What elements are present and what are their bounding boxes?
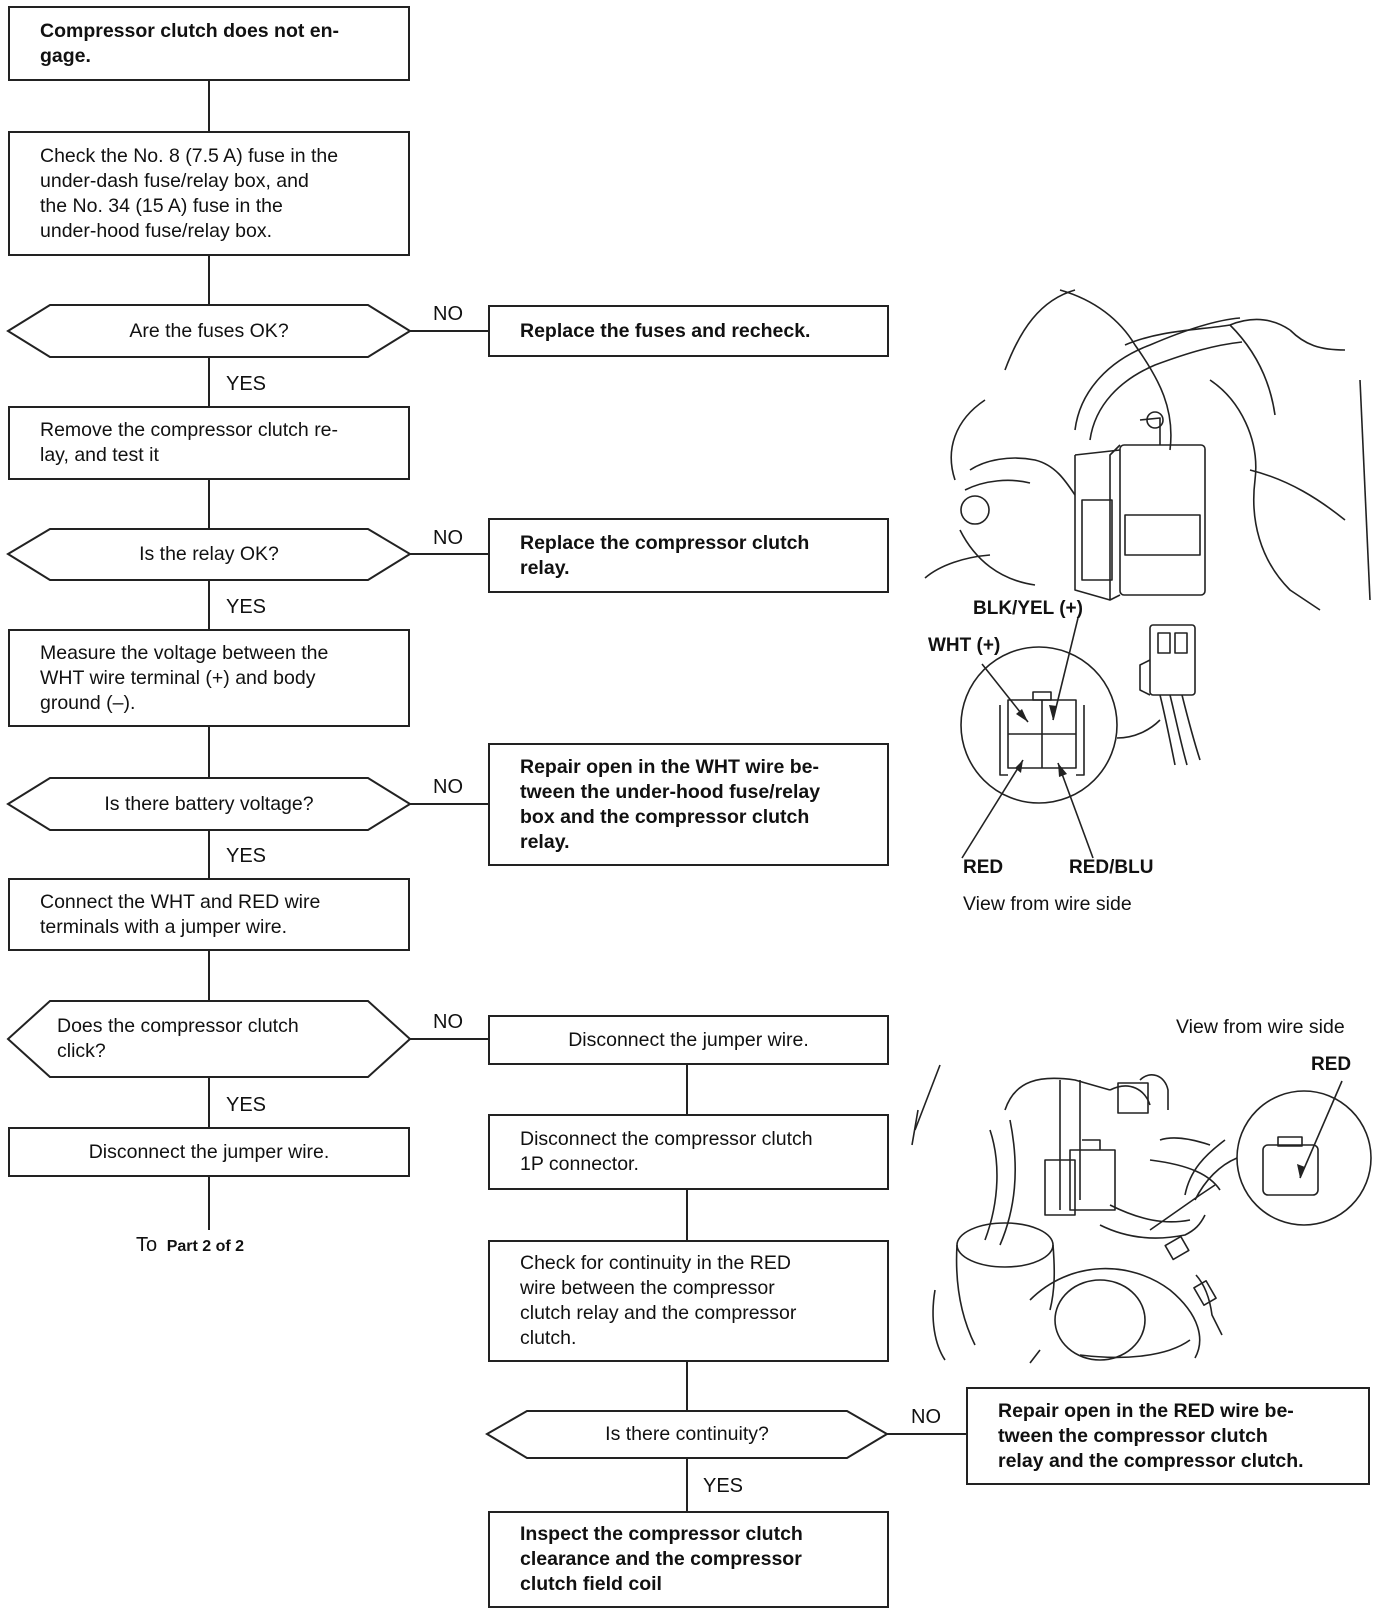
yes-label-click: YES <box>226 1094 267 1116</box>
question-click: Does the compressor clutch click? <box>57 1015 299 1062</box>
yes-label-fuses: YES <box>226 373 267 395</box>
no-label-fuses: NO <box>433 303 463 325</box>
connect-jumper-text: Connect the WHT and RED wire terminals w… <box>40 890 321 938</box>
replace-fuses-text: Replace the fuses and recheck. <box>520 319 811 342</box>
yes-label-continuity: YES <box>703 1475 744 1497</box>
decision-relay-shape <box>6 528 412 581</box>
no-label-relay: NO <box>433 527 463 549</box>
yes-label-voltage: YES <box>226 845 267 867</box>
check-continuity-box: Check for continuity in the RED wire bet… <box>488 1240 889 1362</box>
repair-wht-box: Repair open in the WHT wire be- tween th… <box>488 743 889 866</box>
question-relay: Is the relay OK? <box>139 543 279 565</box>
start-condition-box: Compressor clutch does not en- gage. <box>8 6 410 81</box>
no-label-click: NO <box>433 1011 463 1033</box>
measure-voltage-text: Measure the voltage between the WHT wire… <box>40 641 329 714</box>
label-red: RED <box>963 857 1004 878</box>
disconnect-jumper-right-box: Disconnect the jumper wire. <box>488 1015 889 1065</box>
label-red-blu: RED/BLU <box>1069 857 1154 878</box>
inspect-clutch-text: Inspect the compressor clutch clearance … <box>520 1523 803 1595</box>
no-label-continuity: NO <box>911 1406 941 1428</box>
replace-relay-box: Replace the compressor clutch relay. <box>488 518 889 593</box>
relay-view-caption: View from wire side <box>963 893 1132 915</box>
decision-continuity-shape <box>485 1410 889 1459</box>
connector-view-caption: View from wire side <box>1176 1016 1345 1038</box>
decision-fuses-shape <box>6 304 412 358</box>
replace-fuses-box: Replace the fuses and recheck. <box>488 305 889 357</box>
connect-jumper-box: Connect the WHT and RED wire terminals w… <box>8 878 410 951</box>
to-part-label: To Part 2 of 2 <box>136 1233 244 1259</box>
disconnect-connector-text: Disconnect the compressor clutch 1P conn… <box>520 1128 813 1175</box>
decision-voltage-shape <box>6 777 412 831</box>
repair-red-text: Repair open in the RED wire be- tween th… <box>998 1399 1304 1472</box>
question-continuity: Is there continuity? <box>605 1423 769 1445</box>
label-blk-yel: BLK/YEL (+) <box>973 598 1083 619</box>
repair-red-box: Repair open in the RED wire be- tween th… <box>966 1387 1370 1485</box>
remove-relay-text: Remove the compressor clutch re- lay, an… <box>40 419 339 466</box>
repair-wht-text: Repair open in the WHT wire be- tween th… <box>520 755 821 853</box>
disconnect-jumper-right-text: Disconnect the jumper wire. <box>568 1028 809 1051</box>
question-fuses: Are the fuses OK? <box>129 319 289 342</box>
measure-voltage-box: Measure the voltage between the WHT wire… <box>8 629 410 727</box>
inspect-clutch-box: Inspect the compressor clutch clearance … <box>488 1511 889 1608</box>
to-prefix: To <box>136 1234 158 1256</box>
label-connector-red: RED <box>1311 1054 1352 1075</box>
disconnect-jumper-left-box: Disconnect the jumper wire. <box>8 1127 410 1177</box>
yes-label-relay: YES <box>226 596 267 618</box>
question-voltage: Is there battery voltage? <box>104 792 314 815</box>
disconnect-connector-box: Disconnect the compressor clutch 1P conn… <box>488 1114 889 1190</box>
label-wht: WHT (+) <box>928 635 1001 656</box>
replace-relay-text: Replace the compressor clutch relay. <box>520 531 810 579</box>
start-condition-text: Compressor clutch does not en- gage. <box>40 19 340 67</box>
remove-relay-box: Remove the compressor clutch re- lay, an… <box>8 406 410 480</box>
check-continuity-text: Check for continuity in the RED wire bet… <box>520 1252 797 1349</box>
no-label-voltage: NO <box>433 776 463 798</box>
disconnect-jumper-left-text: Disconnect the jumper wire. <box>88 1140 330 1163</box>
decision-click-shape <box>6 1000 412 1078</box>
to-part-ref: Part 2 of 2 <box>166 1238 245 1255</box>
check-fuses-text: Check the No. 8 (7.5 A) fuse in the unde… <box>40 144 339 242</box>
check-fuses-box: Check the No. 8 (7.5 A) fuse in the unde… <box>8 131 410 256</box>
